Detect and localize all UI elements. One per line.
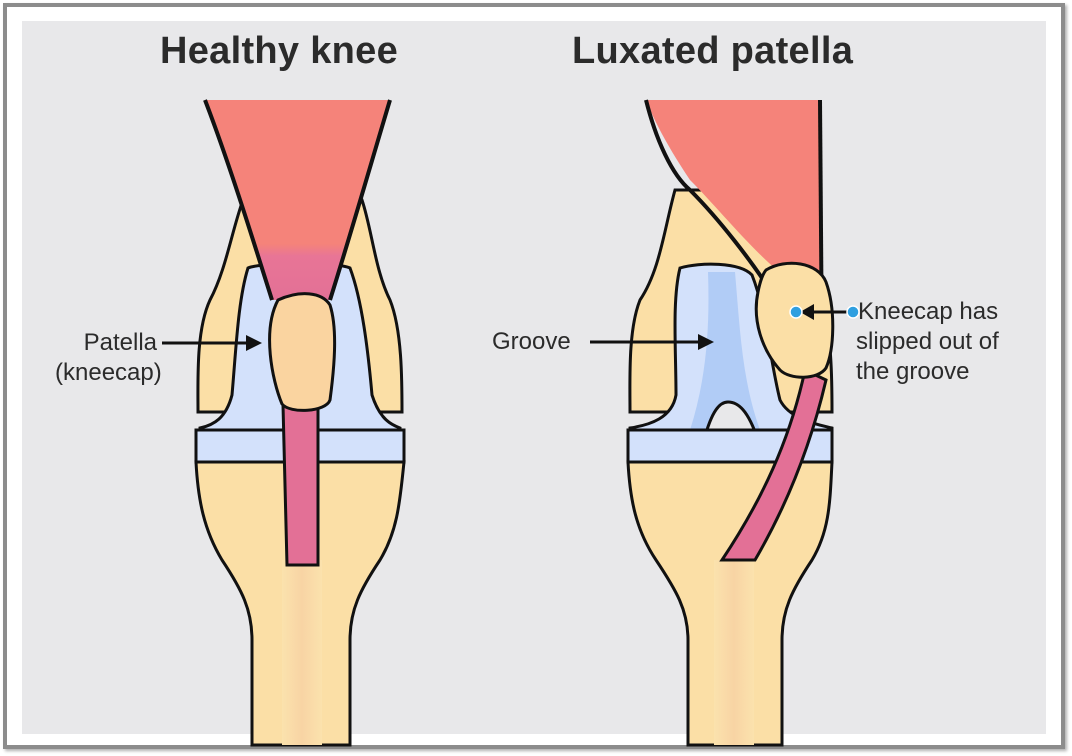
patella-label: Patella: [67, 328, 157, 358]
healthy-patellar-tendon: [281, 403, 320, 567]
groove-label: Groove: [492, 328, 571, 355]
annotation-arrows: [162, 304, 860, 351]
patella-label-line1: Patella: [83, 329, 157, 356]
kneecap-arrowhead: [800, 304, 814, 320]
arrow-start-marker: [846, 305, 860, 319]
patella-arrowhead: [246, 335, 262, 351]
groove-arrowhead: [698, 334, 714, 350]
diagram-panel: [22, 21, 1046, 734]
kneecap-label-line1: Kneecap has: [858, 298, 999, 325]
kneecap-label-line3: the groove: [856, 358, 970, 385]
groove-highlight: [690, 272, 760, 430]
healthy-knee-illustration: [194, 99, 406, 747]
luxated-patella-title: Luxated patella: [572, 30, 854, 72]
healthy-patella: [268, 292, 337, 412]
displaced-patella: [754, 261, 835, 379]
patella-label-sub: (kneecap): [55, 359, 162, 386]
luxated-knee-illustration: [626, 99, 835, 747]
kneecap-label-line2: slipped out of: [856, 328, 999, 355]
luxated-patellar-tendon: [719, 367, 828, 562]
arrow-end-marker: [789, 305, 803, 319]
luxated-quadriceps-muscle: [646, 100, 822, 360]
healthy-knee-title: Healthy knee: [160, 30, 399, 72]
